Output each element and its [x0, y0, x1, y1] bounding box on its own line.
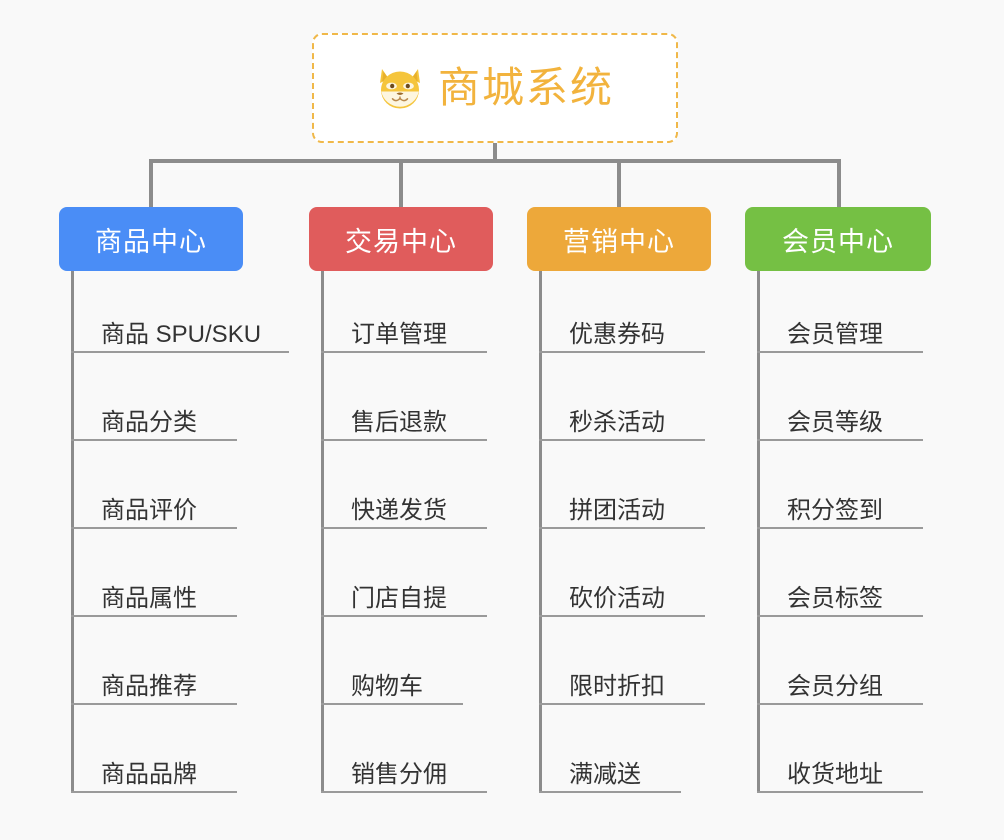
leaf-item-label: 秒杀活动 [569, 409, 665, 437]
category-spine-3 [539, 271, 542, 793]
page-title: 商城系统 [437, 64, 614, 111]
category-header-label: 营销中心 [563, 226, 675, 257]
leaf-item[interactable]: 会员分组 [757, 645, 923, 705]
leaf-item[interactable]: 会员等级 [757, 381, 923, 441]
connector-root-stem [493, 143, 497, 163]
leaf-item[interactable]: 会员标签 [757, 557, 923, 617]
leaf-item-label: 快递发货 [351, 497, 447, 525]
leaf-item[interactable]: 订单管理 [321, 293, 487, 353]
leaf-item-label: 商品 SPU/SKU [101, 321, 262, 349]
leaf-item-label: 商品推荐 [101, 673, 197, 701]
category-header-label: 会员中心 [782, 226, 894, 257]
leaf-item[interactable]: 商品品牌 [71, 733, 237, 793]
leaf-item-label: 会员管理 [787, 321, 883, 349]
leaf-item-label: 砍价活动 [569, 585, 665, 613]
leaf-item[interactable]: 满减送 [539, 733, 681, 793]
category-spine-1 [71, 271, 74, 793]
leaf-item[interactable]: 商品属性 [71, 557, 237, 617]
category-header-1[interactable]: 商品中心 [59, 207, 243, 271]
leaf-item-label: 会员等级 [787, 409, 883, 437]
root-node[interactable]: 商城系统 [312, 33, 678, 143]
leaf-item-label: 收货地址 [787, 761, 883, 789]
category-header-2[interactable]: 交易中心 [309, 207, 493, 271]
leaf-item[interactable]: 商品推荐 [71, 645, 237, 705]
shiba-dog-icon [376, 65, 424, 111]
connector-drop-4 [837, 159, 841, 207]
leaf-item[interactable]: 快递发货 [321, 469, 487, 529]
leaf-item[interactable]: 优惠券码 [539, 293, 705, 353]
leaf-item-label: 售后退款 [351, 409, 447, 437]
category-spine-4 [757, 271, 760, 793]
leaf-item[interactable]: 积分签到 [757, 469, 923, 529]
leaf-item[interactable]: 门店自提 [321, 557, 487, 617]
category-header-label: 交易中心 [345, 226, 457, 257]
leaf-item[interactable]: 拼团活动 [539, 469, 705, 529]
leaf-item[interactable]: 秒杀活动 [539, 381, 705, 441]
category-header-3[interactable]: 营销中心 [527, 207, 711, 271]
leaf-item[interactable]: 砍价活动 [539, 557, 705, 617]
leaf-item-label: 商品属性 [101, 585, 197, 613]
leaf-item[interactable]: 限时折扣 [539, 645, 705, 705]
leaf-item-label: 订单管理 [351, 321, 447, 349]
connector-drop-2 [399, 159, 403, 207]
leaf-item-label: 商品评价 [101, 497, 197, 525]
leaf-item[interactable]: 商品 SPU/SKU [71, 293, 289, 353]
leaf-item[interactable]: 商品评价 [71, 469, 237, 529]
leaf-item[interactable]: 商品分类 [71, 381, 237, 441]
leaf-item-label: 门店自提 [351, 585, 447, 613]
category-header-label: 商品中心 [95, 226, 207, 257]
connector-horizontal-bus [150, 159, 840, 163]
leaf-item-label: 会员分组 [787, 673, 883, 701]
leaf-item-label: 会员标签 [787, 585, 883, 613]
leaf-item-label: 限时折扣 [569, 673, 665, 701]
category-spine-2 [321, 271, 324, 793]
connector-drop-1 [149, 159, 153, 207]
leaf-item-label: 拼团活动 [569, 497, 665, 525]
leaf-item-label: 优惠券码 [569, 321, 665, 349]
leaf-item-label: 商品品牌 [101, 761, 197, 789]
connector-drop-3 [617, 159, 621, 207]
leaf-item[interactable]: 售后退款 [321, 381, 487, 441]
leaf-item[interactable]: 销售分佣 [321, 733, 487, 793]
leaf-item[interactable]: 收货地址 [757, 733, 923, 793]
category-header-4[interactable]: 会员中心 [745, 207, 931, 271]
leaf-item-label: 满减送 [569, 761, 641, 789]
leaf-item-label: 销售分佣 [351, 761, 447, 789]
leaf-item-label: 购物车 [351, 673, 423, 701]
leaf-item-label: 商品分类 [101, 409, 197, 437]
leaf-item[interactable]: 会员管理 [757, 293, 923, 353]
leaf-item-label: 积分签到 [787, 497, 883, 525]
leaf-item[interactable]: 购物车 [321, 645, 463, 705]
root-node-content: 商城系统 [376, 65, 614, 111]
